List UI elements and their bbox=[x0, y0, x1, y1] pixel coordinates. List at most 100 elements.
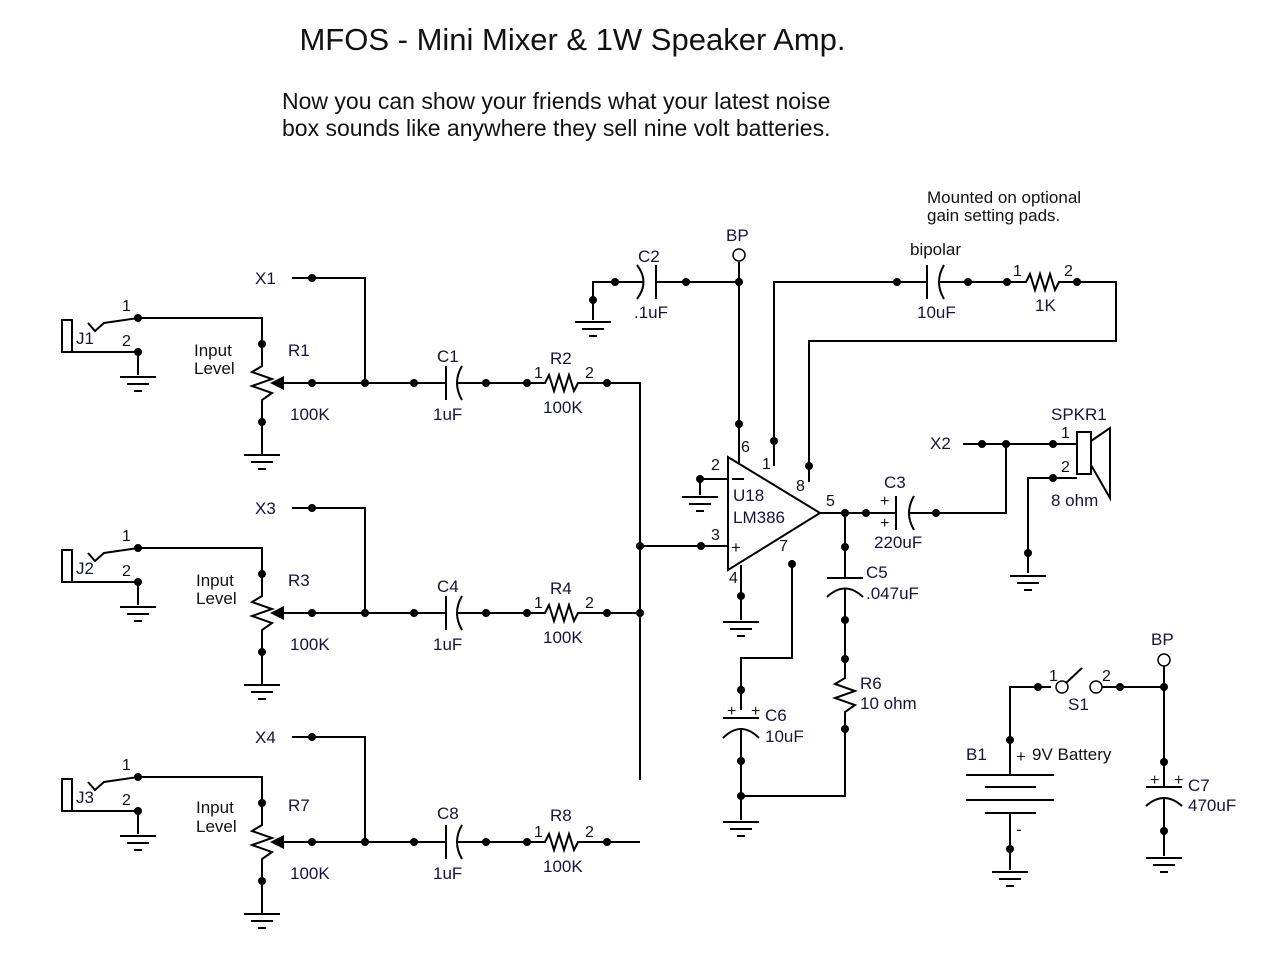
pin-label: 5 bbox=[826, 493, 835, 510]
pin-label: 2 bbox=[1102, 668, 1111, 685]
ground-icon bbox=[119, 606, 157, 622]
supply-terminal-icon bbox=[732, 248, 746, 262]
cap-value: 10uF bbox=[917, 303, 956, 322]
switch-contact-icon bbox=[1089, 680, 1103, 694]
pin-label: 2 bbox=[585, 824, 594, 841]
ground-icon bbox=[1145, 857, 1183, 873]
schematic-subtitle: Now you can show your friends what your … bbox=[282, 88, 830, 142]
speaker-icon bbox=[1076, 431, 1092, 475]
pot-ref: R1 bbox=[288, 341, 310, 360]
res-ref: R6 bbox=[860, 674, 882, 693]
switch-contact-icon bbox=[1055, 680, 1069, 694]
schematic-title: MFOS - Mini Mixer & 1W Speaker Amp. bbox=[299, 22, 846, 57]
plus-icon: + bbox=[1016, 747, 1026, 766]
cap-type: bipolar bbox=[910, 240, 961, 259]
zobel-network: C5 .047uF R6 10 ohm bbox=[741, 513, 919, 797]
pin-label: 1 bbox=[762, 456, 771, 473]
ground-icon bbox=[991, 871, 1029, 887]
pin-label: 2 bbox=[122, 563, 131, 580]
pin-label: 7 bbox=[779, 538, 788, 555]
pot-value: 100K bbox=[290, 635, 330, 654]
pin-label: 1 bbox=[1049, 668, 1058, 685]
potentiometer bbox=[248, 344, 276, 455]
pot-label: Input bbox=[196, 571, 234, 590]
subtitle-line-2: box sounds like anywhere they sell nine … bbox=[282, 115, 831, 141]
cap-ref: C1 bbox=[437, 347, 459, 366]
pin-label: 1 bbox=[122, 757, 131, 774]
switch-ref: S1 bbox=[1068, 695, 1089, 714]
wiper-arrow-icon bbox=[270, 376, 284, 390]
pin-label: 1 bbox=[1013, 263, 1022, 280]
resistor bbox=[527, 371, 641, 780]
pin-label: 2 bbox=[585, 365, 594, 382]
jack-ref: J2 bbox=[76, 559, 94, 578]
wiper-arrow-icon bbox=[270, 606, 284, 620]
cap-ref: C7 bbox=[1188, 776, 1210, 795]
note-line: Mounted on optional bbox=[927, 188, 1081, 207]
subtitle-line-1: Now you can show your friends what your … bbox=[282, 88, 831, 114]
wiper-arrow-icon bbox=[270, 835, 284, 849]
pin-label: 2 bbox=[1061, 459, 1070, 476]
pin-label: 2 bbox=[711, 457, 720, 474]
ground-icon bbox=[574, 321, 612, 337]
cap-ref: C8 bbox=[437, 804, 459, 823]
aux-label: X2 bbox=[930, 434, 951, 453]
pin-label: 2 bbox=[585, 595, 594, 612]
res-ref: R4 bbox=[550, 579, 572, 598]
pot-label: Level bbox=[196, 589, 237, 608]
plus-icon: + bbox=[880, 515, 889, 532]
pin-label: 8 bbox=[796, 478, 805, 495]
speaker-ref: SPKR1 bbox=[1051, 405, 1107, 424]
jack-body bbox=[61, 319, 73, 353]
cap-value: 470uF bbox=[1188, 796, 1236, 815]
input-channel-1: J1 1 2 Input Level R1 100K X1 C1 1uF 1 2… bbox=[61, 269, 641, 780]
battery-label: 9V Battery bbox=[1032, 745, 1112, 764]
switch-lever-icon bbox=[1065, 667, 1083, 684]
cap-value: .1uF bbox=[634, 303, 668, 322]
bypass-pin7-capacitor: + + C6 10uF bbox=[722, 560, 804, 837]
plus-icon: + bbox=[1174, 772, 1183, 789]
input-channel-2: J2 1 2 Input Level R3 100K X3 C4 1uF 1 2… bbox=[61, 499, 644, 700]
pin-label: 4 bbox=[729, 570, 738, 587]
cap-value: 1uF bbox=[433, 405, 462, 424]
gain-network: 1 2 bipolar 10uF 1K Mounted on optional … bbox=[770, 188, 1117, 482]
speaker-value: 8 ohm bbox=[1051, 491, 1098, 510]
lm386-amplifier: U18 LM386 + 2 3 4 6 1 8 5 7 bbox=[711, 439, 835, 587]
pin-label: 6 bbox=[741, 439, 750, 456]
aux-label: X4 bbox=[255, 728, 276, 747]
pin-label: 1 bbox=[534, 824, 543, 841]
jack-ref: J3 bbox=[76, 788, 94, 807]
cap-value: 220uF bbox=[874, 533, 922, 552]
ground-icon bbox=[119, 376, 157, 392]
jack-ref: J1 bbox=[76, 329, 94, 348]
note-line: gain setting pads. bbox=[927, 206, 1060, 225]
res-value: 100K bbox=[543, 398, 583, 417]
pot-ref: R3 bbox=[288, 571, 310, 590]
supply-terminal-icon bbox=[1157, 653, 1171, 667]
ground-icon bbox=[119, 835, 157, 851]
pot-label: Level bbox=[196, 817, 237, 836]
output-stage: + + C3 220uF X2 SPKR1 1 2 8 ohm bbox=[820, 405, 1111, 591]
minus-icon: - bbox=[1016, 820, 1022, 839]
cap-ref: C5 bbox=[866, 563, 888, 582]
plus-icon: + bbox=[727, 703, 736, 720]
pot-label: Input bbox=[196, 798, 234, 817]
pin-label: 2 bbox=[122, 792, 131, 809]
cap-value: 1uF bbox=[433, 864, 462, 883]
pot-value: 100K bbox=[290, 405, 330, 424]
plus-icon: + bbox=[880, 493, 889, 510]
battery-ref: B1 bbox=[966, 745, 987, 764]
aux-label: X3 bbox=[255, 499, 276, 518]
pot-ref: R7 bbox=[288, 796, 310, 815]
plus-icon: + bbox=[1150, 772, 1159, 789]
bypass-capacitor: C2 .1uF bbox=[574, 247, 739, 337]
cap-ref: C2 bbox=[638, 247, 660, 266]
amp-part: LM386 bbox=[733, 508, 785, 527]
ground-icon bbox=[243, 684, 281, 700]
ground-icon bbox=[681, 496, 719, 512]
ground-icon bbox=[243, 913, 281, 929]
plus-icon: + bbox=[751, 703, 760, 720]
cap-ref: C4 bbox=[437, 577, 459, 596]
jack-tip-wire bbox=[87, 317, 263, 343]
